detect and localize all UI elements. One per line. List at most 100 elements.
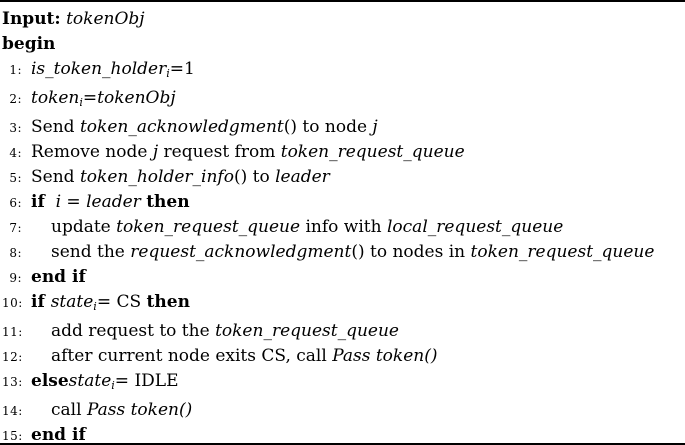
line-segment: i: [55, 192, 62, 212]
line-segment: token_request_queue: [280, 142, 465, 162]
line-content: end if: [22, 423, 86, 445]
line-segment: send the: [51, 242, 131, 262]
line-segment: is_token_holder: [31, 59, 167, 79]
line-content: Remove node j request from token_request…: [22, 140, 465, 164]
line-segment: token_request_queue: [215, 321, 399, 341]
input-label: Input:: [2, 9, 61, 29]
line-segment: request from: [158, 142, 281, 162]
line-segment: i: [111, 379, 115, 392]
line-segment: token_request_queue: [116, 217, 301, 237]
line-number: 8:: [9, 246, 22, 260]
line-segment: add request to the: [51, 321, 216, 341]
line-number: 5:: [9, 171, 22, 185]
line-segment: token_request_queue: [470, 242, 655, 262]
line-content: if i = leader then: [22, 190, 190, 214]
line-segment: Pass token(): [86, 400, 193, 420]
algo-line: 2:tokeni=tokenObj: [2, 86, 679, 115]
line-number: 10:: [2, 296, 23, 310]
line-segment: tokenObj: [97, 88, 176, 108]
line-segment: else: [31, 371, 69, 391]
line-segment: update: [51, 217, 117, 237]
algo-line: 14:call Pass token(): [2, 398, 679, 423]
algo-line: 13:elsestatei= IDLE: [2, 369, 679, 398]
algorithm-begin-keyword: begin: [2, 34, 56, 54]
line-segment: j: [152, 142, 159, 162]
line-content: call Pass token(): [22, 398, 192, 422]
line-content: Send token_acknowledgment() to node j: [22, 115, 378, 139]
line-number: 7:: [9, 221, 22, 235]
line-segment: token_acknowledgment: [79, 117, 284, 137]
line-segment: =: [82, 88, 98, 108]
input-value: tokenObj: [66, 9, 145, 29]
line-segment: () to: [233, 167, 276, 187]
line-number: 3:: [9, 121, 22, 135]
line-number: 6:: [9, 196, 22, 210]
line-content: send the request_acknowledgment() to nod…: [22, 240, 654, 264]
line-content: tokeni=tokenObj: [22, 86, 176, 115]
algo-line: 6:if i = leader then: [2, 190, 679, 215]
line-segment: leader: [275, 167, 330, 187]
line-number: 12:: [2, 350, 23, 364]
line-number: 11:: [2, 325, 23, 339]
line-segment: if: [31, 192, 45, 212]
line-segment: i: [166, 67, 170, 80]
algo-line: 8:send the request_acknowledgment() to n…: [2, 240, 679, 265]
line-content: end if: [22, 265, 86, 289]
line-segment: j: [372, 117, 378, 137]
algo-line: 9: end if: [2, 265, 679, 290]
line-content: update token_request_queue info with loc…: [22, 215, 563, 239]
line-number: 13:: [2, 375, 23, 389]
line-content: if statei= CS then: [22, 290, 190, 319]
algo-line: 4:Remove node j request from token_reque…: [2, 140, 679, 165]
line-segment: then: [146, 292, 190, 312]
line-content: add request to the token_request_queue: [22, 319, 399, 343]
line-segment: Send: [31, 167, 80, 187]
line-segment: leader: [86, 192, 141, 212]
line-segment: =1: [169, 59, 195, 79]
line-segment: = IDLE: [114, 371, 179, 391]
line-segment: Send: [31, 117, 80, 137]
line-segment: i: [93, 300, 97, 313]
line-segment: Remove node: [31, 142, 153, 162]
line-segment: info with: [300, 217, 387, 237]
line-segment: =: [61, 192, 87, 212]
line-segment: call: [51, 400, 87, 420]
algo-line: 10:if statei= CS then: [2, 290, 679, 319]
line-content: elsestatei= IDLE: [22, 369, 179, 398]
algo-line: 3:Send token_acknowledgment() to node j: [2, 115, 679, 140]
line-number: 14:: [2, 404, 23, 418]
line-segment: () to nodes in: [351, 242, 471, 262]
line-content: is_token_holderi=1: [22, 57, 195, 86]
line-number: 9:: [9, 271, 22, 285]
algo-line: 15: end if: [2, 423, 679, 445]
line-number: 2:: [9, 92, 22, 106]
line-content: Send token_holder_info() to leader: [22, 165, 330, 189]
algo-line: 11:add request to the token_request_queu…: [2, 319, 679, 344]
line-segment: if: [31, 292, 51, 312]
line-segment: end if: [31, 425, 86, 445]
line-segment: then: [146, 192, 190, 212]
line-segment: i: [79, 96, 83, 109]
algo-line: 1:is_token_holderi=1: [2, 57, 679, 86]
line-segment: after current node exits CS, call: [51, 346, 333, 366]
algo-line: 12: after current node exits CS, call Pas…: [2, 344, 679, 369]
line-segment: state: [50, 292, 94, 312]
line-segment: state: [68, 371, 112, 391]
line-number: 15:: [2, 429, 23, 443]
line-segment: token_holder_info: [79, 167, 234, 187]
line-segment: [45, 192, 56, 212]
line-segment: = CS: [96, 292, 147, 312]
line-segment: () to node: [283, 117, 373, 137]
algo-line: 5:Send token_holder_info() to leader: [2, 165, 679, 190]
line-number: 4:: [9, 146, 22, 160]
line-segment: Pass token(): [332, 346, 438, 366]
line-number: 1:: [9, 63, 22, 77]
algo-line: 7:update token_request_queue info with l…: [2, 215, 679, 240]
line-segment: request_acknowledgment: [130, 242, 352, 262]
line-segment: token: [31, 88, 80, 108]
line-segment: local_request_queue: [386, 217, 564, 237]
line-segment: end if: [31, 267, 86, 287]
algorithm-input-line: Input: tokenObj: [2, 7, 679, 31]
